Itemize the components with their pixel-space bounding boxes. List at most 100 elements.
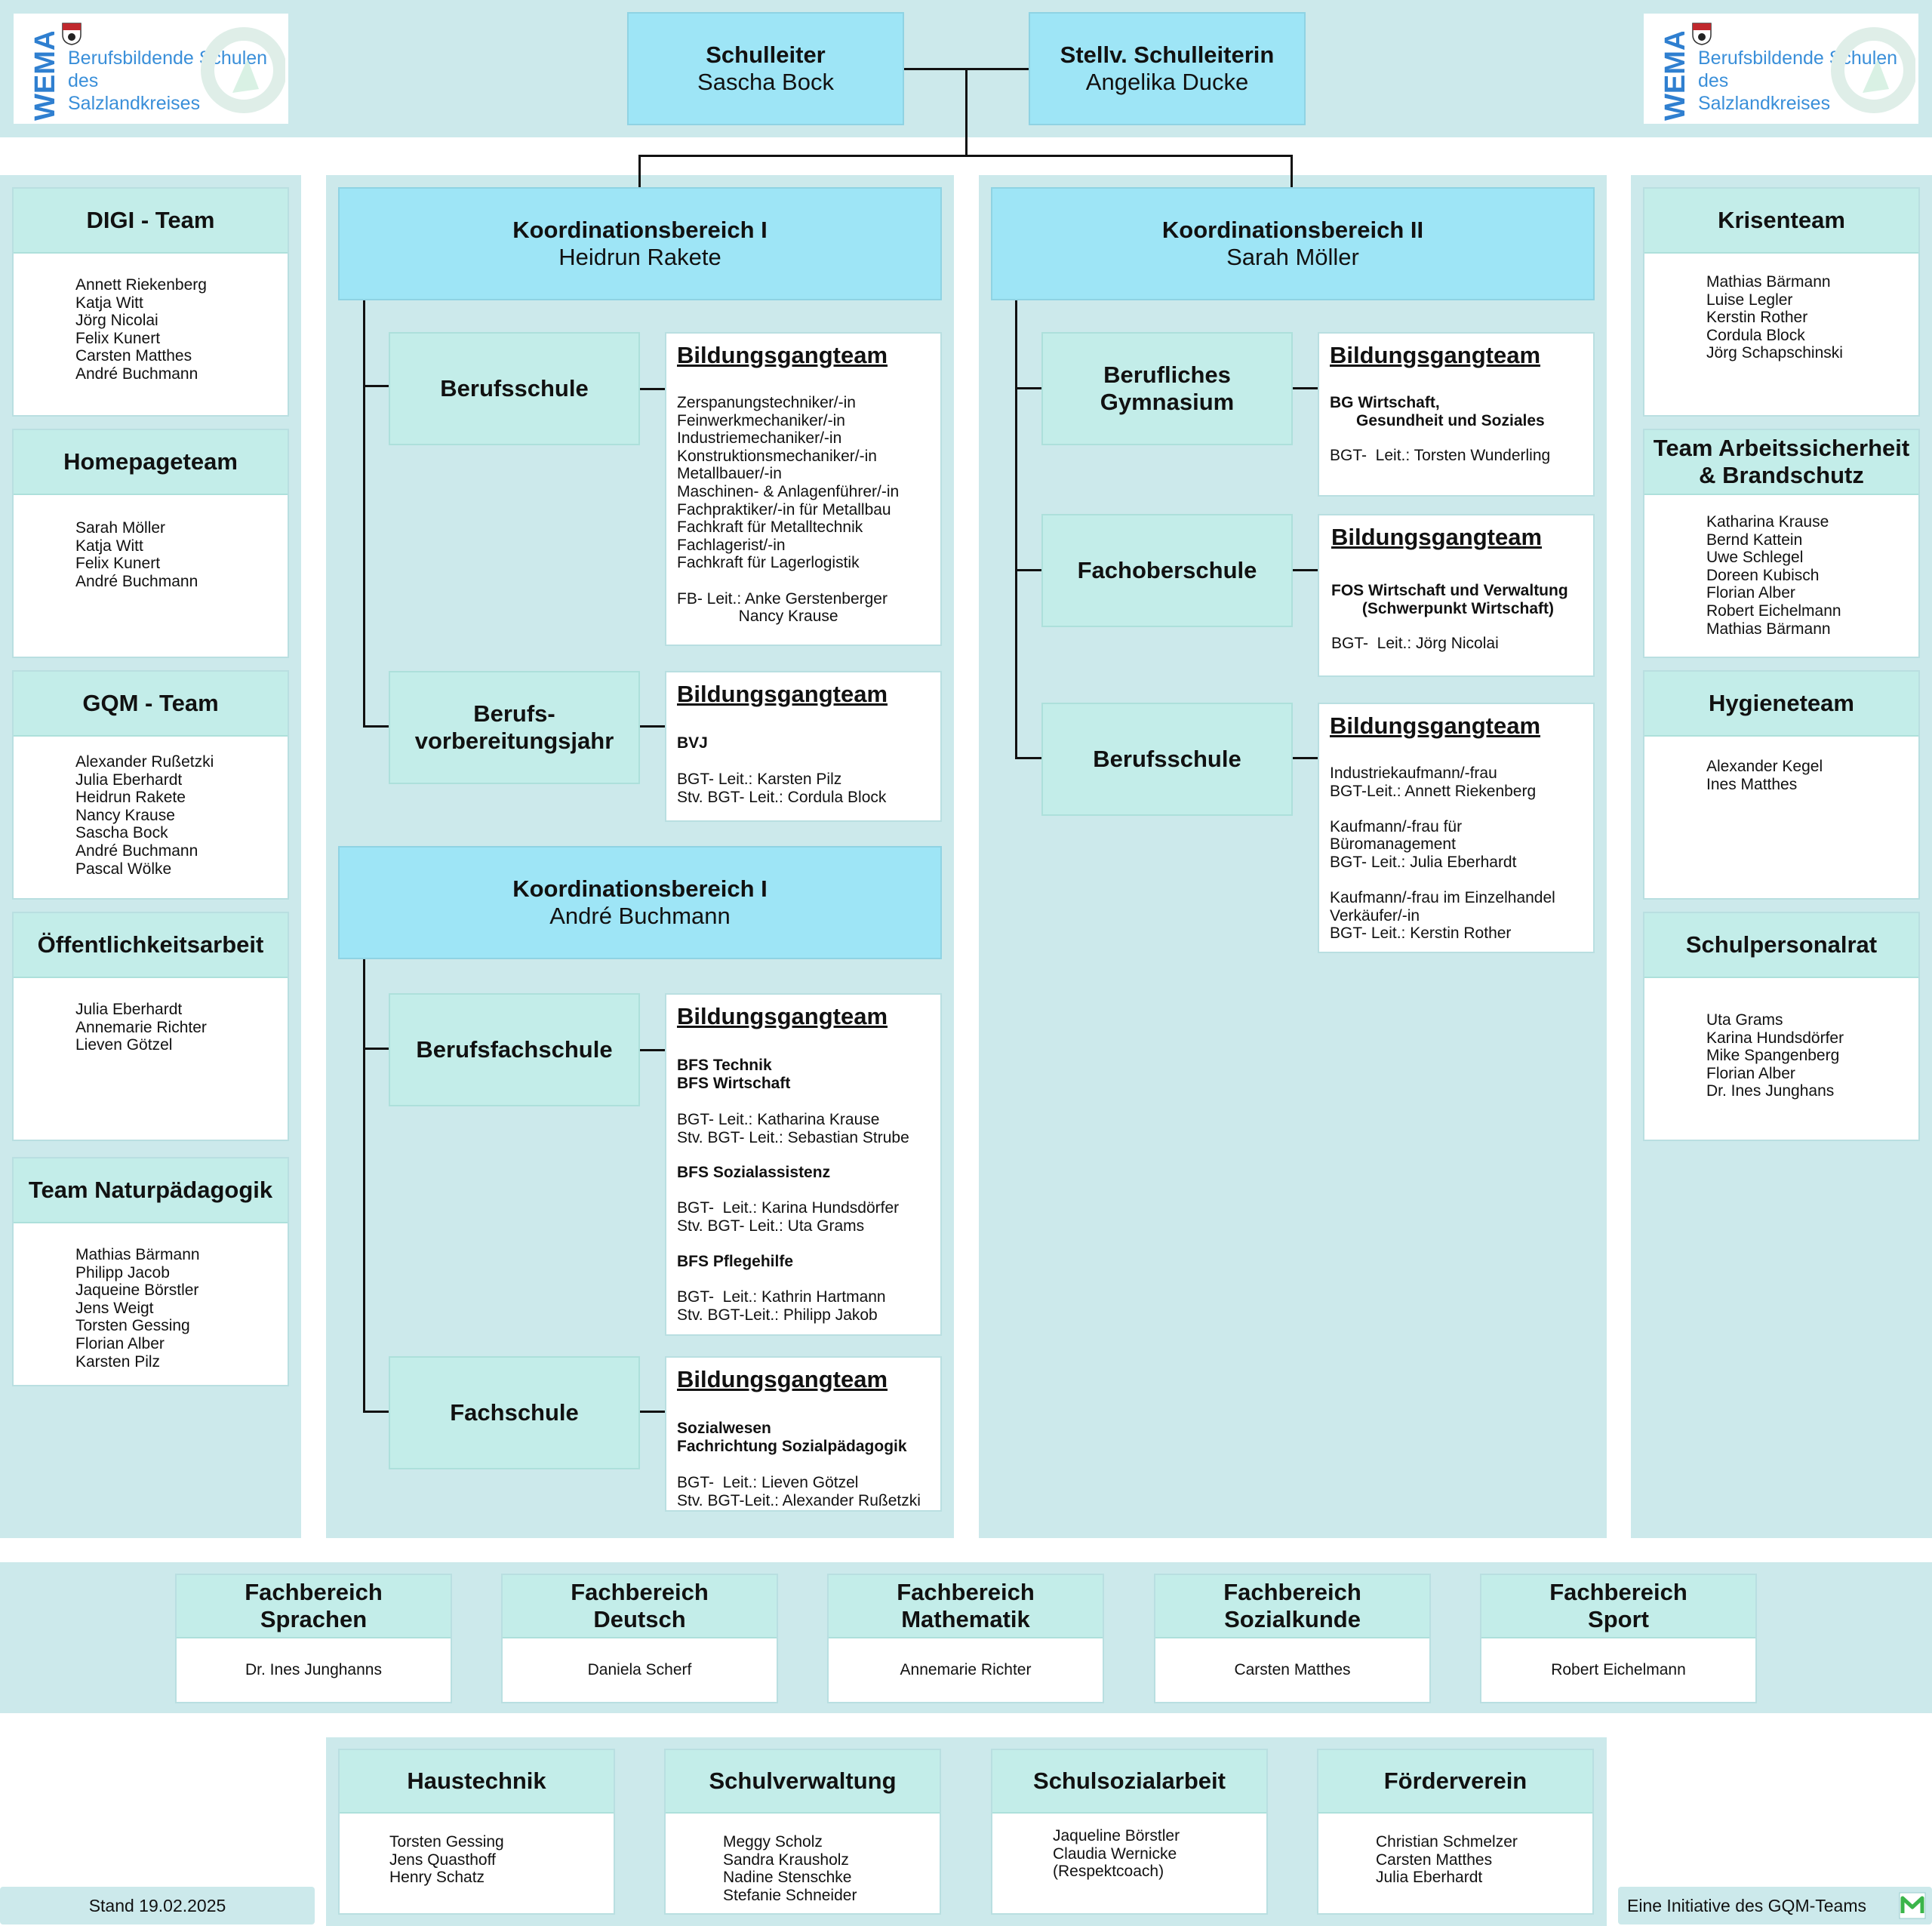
bgt-title: Bildungsgangteam (1330, 712, 1541, 739)
bgt-details: BGT- Leit.: Karina Hundsdörfer Stv. BGT-… (677, 1199, 900, 1235)
team-members: Jaqueline Börstler Claudia Wernicke (Res… (1053, 1827, 1180, 1881)
team-title: Haustechnik (340, 1750, 614, 1814)
team-card-hygiene: Hygieneteam Alexander Kegel Ines Matthes (1643, 670, 1920, 900)
team-title: Team Naturpädagogik (14, 1158, 288, 1223)
connector-line (1015, 300, 1017, 759)
bgt-details: BGT- Leit.: Karsten Pilz Stv. BGT- Leit.… (677, 771, 887, 806)
team-title: Team Arbeitssicherheit & Brandschutz (1644, 430, 1918, 495)
kb1-header: Koordinationsbereich I Heidrun Rakete (338, 187, 942, 300)
bgt-card-berufsfachschule: Bildungsgangteam BFS Technik BFS Wirtsch… (665, 993, 942, 1336)
bgt-heading: Sozialwesen Fachrichtung Sozialpädagogik (677, 1420, 907, 1455)
connector-line (1015, 387, 1041, 389)
fachbereich-card-sport: Fachbereich Sport Robert Eichelmann (1480, 1574, 1757, 1703)
bgt-title: Bildungsgangteam (677, 1003, 888, 1029)
fachbereich-card-deutsch: Fachbereich Deutsch Daniela Scherf (501, 1574, 778, 1703)
connector-line (638, 155, 641, 188)
team-members: Julia Eberhardt Annemarie Richter Lieven… (75, 1001, 207, 1054)
crest-icon (62, 23, 82, 45)
schulleiter-name: Sascha Bock (697, 69, 834, 95)
connector-line (640, 725, 665, 728)
team-card-schulsozialarbeit: Schulsozialarbeit Jaqueline Börstler Cla… (991, 1749, 1268, 1915)
fachbereich-title: Fachbereich Sprachen (177, 1575, 451, 1638)
connector-line (640, 1411, 665, 1413)
team-card-schulpersonalrat: Schulpersonalrat Uta Grams Karina Hundsd… (1643, 912, 1920, 1141)
gear-icon (1831, 27, 1915, 113)
school-logo-left: WEMA Berufsbildende Schulen I des Salzla… (14, 14, 288, 124)
gqm-logo-icon (1899, 1892, 1926, 1919)
team-members: Uta Grams Karina Hundsdörfer Mike Spange… (1706, 1011, 1844, 1100)
bgt-heading: BFS Pflegehilfe (677, 1253, 794, 1270)
team-card-digi: DIGI - Team Annett Riekenberg Katja Witt… (12, 187, 289, 417)
bgt-heading: BVJ (677, 734, 708, 752)
bgt-heading: FOS Wirtschaft und Verwaltung (Schwerpun… (1331, 582, 1568, 617)
team-card-krisenteam: Krisenteam Mathias Bärmann Luise Legler … (1643, 187, 1920, 417)
kb1-title: Koordinationsbereich I (512, 217, 768, 243)
connector-line (363, 725, 389, 728)
unit-berufsschule: Berufsschule (389, 332, 640, 445)
wema-wordmark: WEMA (30, 32, 60, 121)
team-title: Öffentlichkeitsarbeit (14, 913, 288, 978)
connector-line (363, 300, 365, 727)
kb2-title: Koordinationsbereich II (1161, 217, 1424, 243)
connector-line (1293, 387, 1318, 389)
unit-fachschule: Fachschule (389, 1356, 640, 1469)
connector-line (363, 959, 365, 1412)
kb1b-name: André Buchmann (549, 903, 731, 929)
connector-line (363, 1048, 389, 1050)
team-title: GQM - Team (14, 672, 288, 737)
connector-line (640, 388, 665, 390)
unit-bvj: Berufs- vorbereitungsjahr (389, 671, 640, 784)
bgt-details: BGT- Leit.: Kathrin Hartmann Stv. BGT-Le… (677, 1288, 886, 1324)
wema-wordmark: WEMA (1660, 32, 1690, 121)
deputy-name: Angelika Ducke (1085, 69, 1249, 95)
connector-line (965, 68, 968, 156)
fachbereich-lead: Carsten Matthes (1234, 1661, 1351, 1678)
team-card-schulverwaltung: Schulverwaltung Meggy Scholz Sandra Krau… (664, 1749, 941, 1915)
school-logo-right: WEMA Berufsbildende Schulen I des Salzla… (1644, 14, 1918, 124)
fachbereich-title: Fachbereich Sport (1481, 1575, 1755, 1638)
team-members: Meggy Scholz Sandra Krausholz Nadine Ste… (723, 1833, 857, 1904)
schulleiter-title: Schulleiter (706, 42, 826, 68)
team-card-foerderverein: Förderverein Christian Schmelzer Carsten… (1317, 1749, 1594, 1915)
team-title: Krisenteam (1644, 189, 1918, 254)
bgt-card-berufsschule-kb2: Bildungsgangteam Industriekaufmann/-frau… (1318, 703, 1595, 953)
bgt-details: Industriekaufmann/-frau BGT-Leit.: Annet… (1330, 765, 1555, 943)
bgt-title: Bildungsgangteam (1330, 342, 1541, 368)
team-title: Schulpersonalrat (1644, 913, 1918, 978)
fachbereich-card-sozialkunde: Fachbereich Sozialkunde Carsten Matthes (1154, 1574, 1431, 1703)
unit-fachoberschule: Fachoberschule (1041, 514, 1293, 627)
bgt-card-fachschule: Bildungsgangteam Sozialwesen Fachrichtun… (665, 1356, 942, 1512)
unit-berufsschule-kb2: Berufsschule (1041, 703, 1293, 816)
team-members: Katharina Krause Bernd Kattein Uwe Schle… (1706, 513, 1841, 638)
gear-icon (201, 27, 285, 113)
schulleiter-box: Schulleiter Sascha Bock (627, 12, 904, 125)
connector-line (640, 1049, 665, 1051)
connector-line (1293, 757, 1318, 759)
team-card-homepage: Homepageteam Sarah Möller Katja Witt Fel… (12, 429, 289, 658)
kb1-name: Heidrun Rakete (558, 244, 721, 270)
svg-text:WEMA: WEMA (30, 32, 60, 121)
connector-line (363, 1411, 389, 1413)
fachbereich-card-mathematik: Fachbereich Mathematik Annemarie Richter (827, 1574, 1104, 1703)
team-members: Mathias Bärmann Luise Legler Kerstin Rot… (1706, 273, 1843, 362)
team-title: DIGI - Team (14, 189, 288, 254)
team-title: Schulverwaltung (666, 1750, 940, 1814)
team-members: Sarah Möller Katja Witt Felix Kunert And… (75, 519, 198, 590)
team-members: Torsten Gessing Jens Quasthoff Henry Sch… (389, 1833, 504, 1887)
bgt-details: BGT- Leit.: Katharina Krause Stv. BGT- L… (677, 1111, 909, 1146)
bgt-card-bvj: Bildungsgangteam BVJ BGT- Leit.: Karsten… (665, 671, 942, 822)
bgt-title: Bildungsgangteam (677, 1366, 888, 1392)
bgt-title: Bildungsgangteam (677, 342, 888, 368)
initiative-note: Eine Initiative des GQM-Teams (1618, 1887, 1932, 1924)
fachbereich-lead: Annemarie Richter (900, 1661, 1032, 1678)
date-stamp-text: Stand 19.02.2025 (88, 1895, 226, 1915)
kb2-name: Sarah Möller (1226, 244, 1359, 270)
team-title: Schulsozialarbeit (992, 1750, 1266, 1814)
bgt-heading: BFS Technik BFS Wirtschaft (677, 1057, 791, 1092)
kb1b-title: Koordinationsbereich I (512, 875, 768, 902)
fachbereich-title: Fachbereich Sozialkunde (1155, 1575, 1429, 1638)
kb1b-header: Koordinationsbereich I André Buchmann (338, 846, 942, 959)
team-members: Christian Schmelzer Carsten Matthes Juli… (1376, 1833, 1518, 1887)
svg-text:WEMA: WEMA (1660, 32, 1690, 121)
connector-line (1015, 757, 1041, 759)
